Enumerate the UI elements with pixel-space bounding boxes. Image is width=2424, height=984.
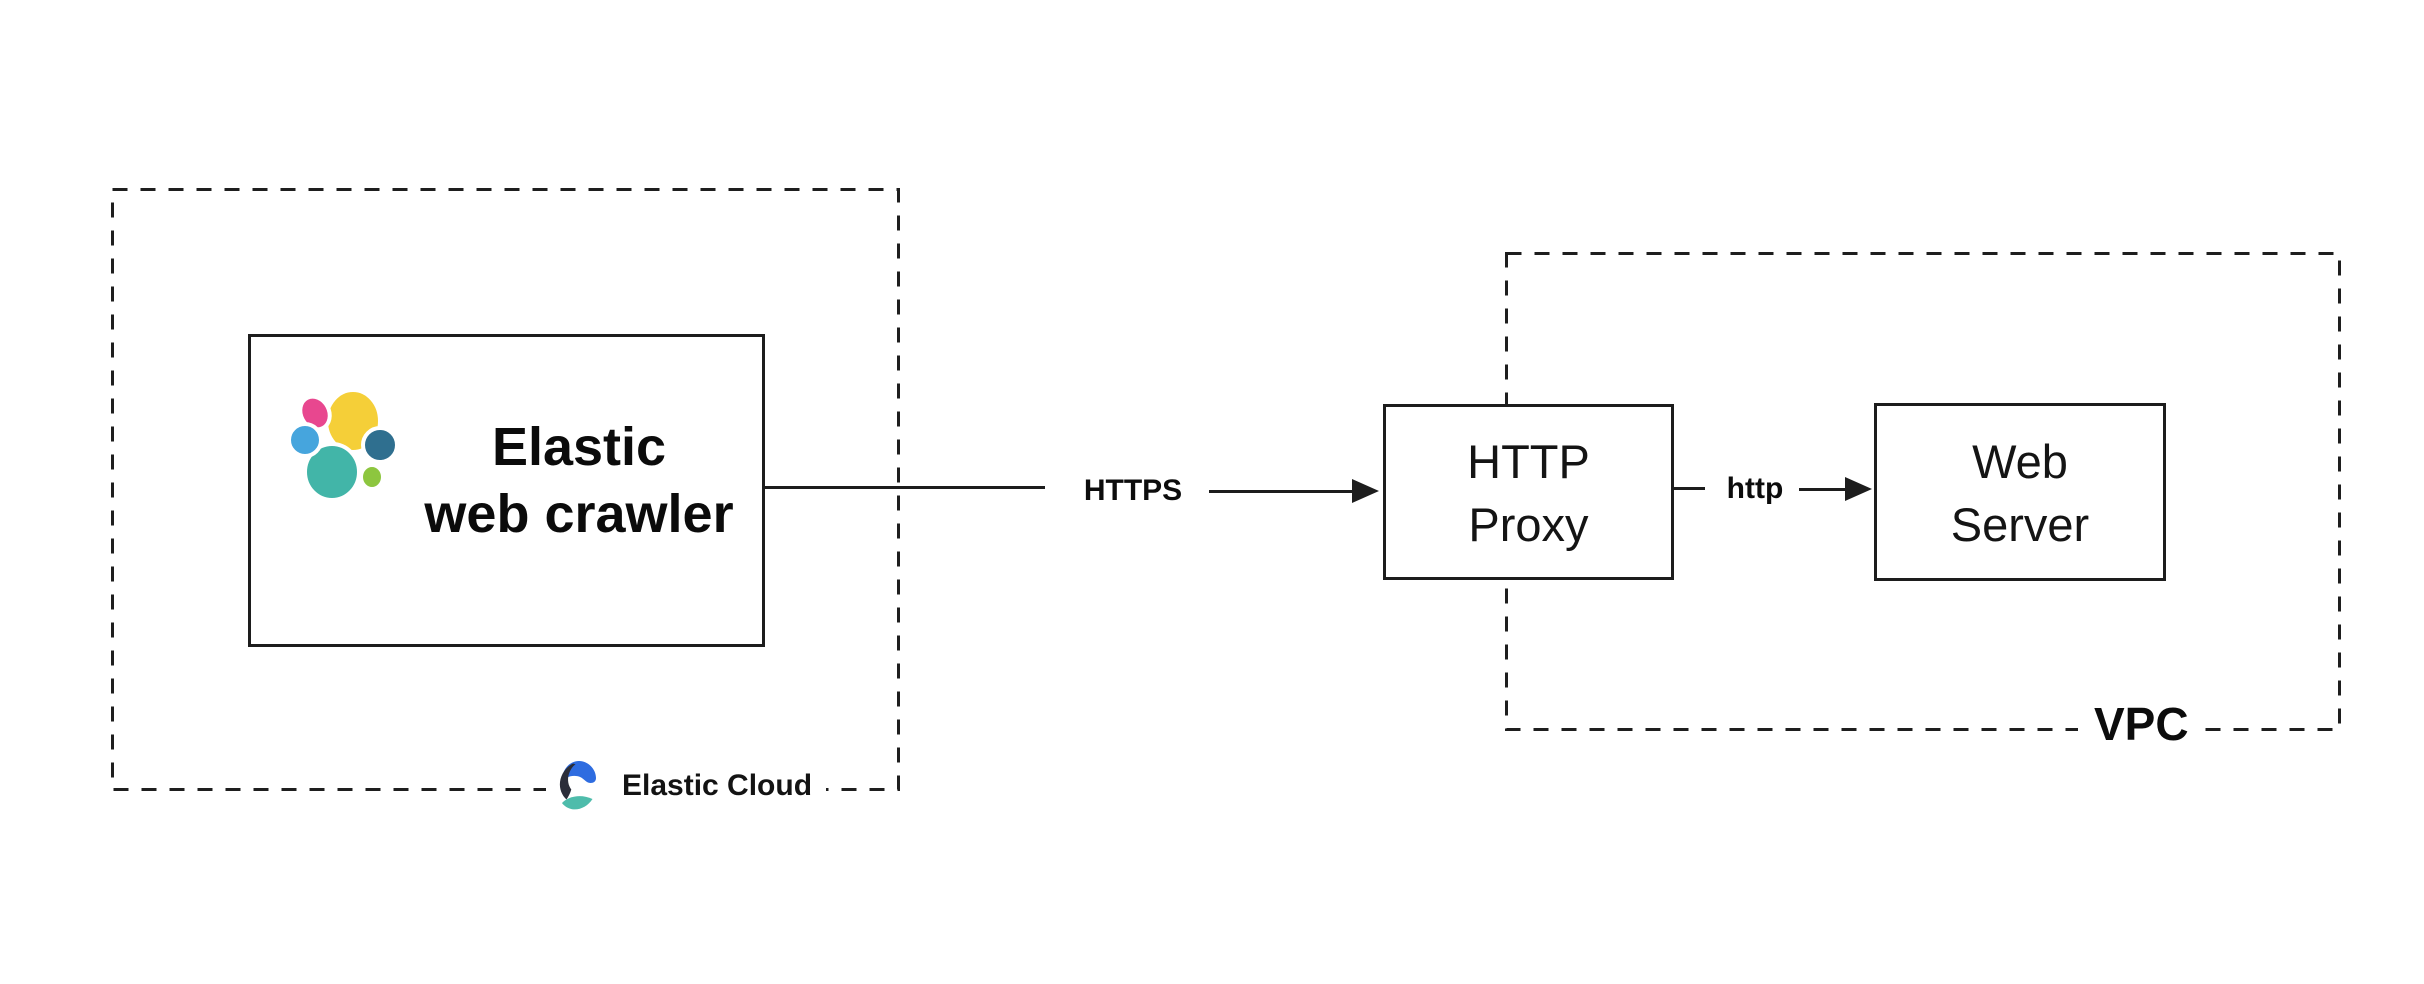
http-proxy-line2: Proxy xyxy=(1468,498,1589,551)
http-proxy-line1: HTTP xyxy=(1467,435,1590,488)
crawler-title-line2: web crawler xyxy=(424,484,734,544)
web-server-line2: Server xyxy=(1950,498,2090,551)
web-server-node: Web Server xyxy=(1874,403,2166,581)
edge-label-http: http xyxy=(1726,472,1784,505)
crawler-node-title: Elastic web crawler xyxy=(401,414,757,548)
es-blob-navy xyxy=(361,426,399,464)
es-blob-teal xyxy=(303,442,361,502)
es-blob-pink xyxy=(298,394,332,432)
dashed-border-rect xyxy=(111,188,900,791)
vpc-badge: VPC xyxy=(2078,698,2205,750)
vpc-label: VPC xyxy=(2094,698,2189,750)
http-proxy-node: HTTP Proxy xyxy=(1383,404,1674,580)
edge-proxy-line xyxy=(1673,487,1705,490)
elastic-cloud-group-box xyxy=(111,188,900,791)
edge-crawler-line xyxy=(764,486,1045,489)
elastic-cloud-logo-icon xyxy=(559,761,596,810)
edge-http-arrow-head xyxy=(1845,477,1872,501)
crawler-title-line1: Elastic xyxy=(491,417,667,477)
edge-http-arrow-shaft xyxy=(1799,488,1847,491)
edge-https-arrow-shaft xyxy=(1209,490,1355,493)
http-proxy-title: HTTP Proxy xyxy=(1386,430,1671,556)
es-blob-green xyxy=(359,463,385,491)
elastic-cloud-dashed-border xyxy=(111,188,900,791)
elastic-cloud-badge: Elastic Cloud xyxy=(546,750,827,822)
es-blob-light-blue xyxy=(287,422,323,458)
edge-label-https: HTTPS xyxy=(1083,474,1183,507)
web-server-line1: Web xyxy=(1972,435,2068,488)
elastic-cloud-label: Elastic Cloud xyxy=(622,769,813,802)
elastic-web-crawler-node: Elastic web crawler xyxy=(248,334,765,647)
cloud-logo-teal-shape xyxy=(562,796,593,810)
elasticsearch-logo-icon xyxy=(287,388,399,502)
web-server-title: Web Server xyxy=(1877,430,2163,556)
edge-https-arrow-head xyxy=(1352,479,1379,503)
cloud-logo-dark-shape xyxy=(559,763,576,800)
